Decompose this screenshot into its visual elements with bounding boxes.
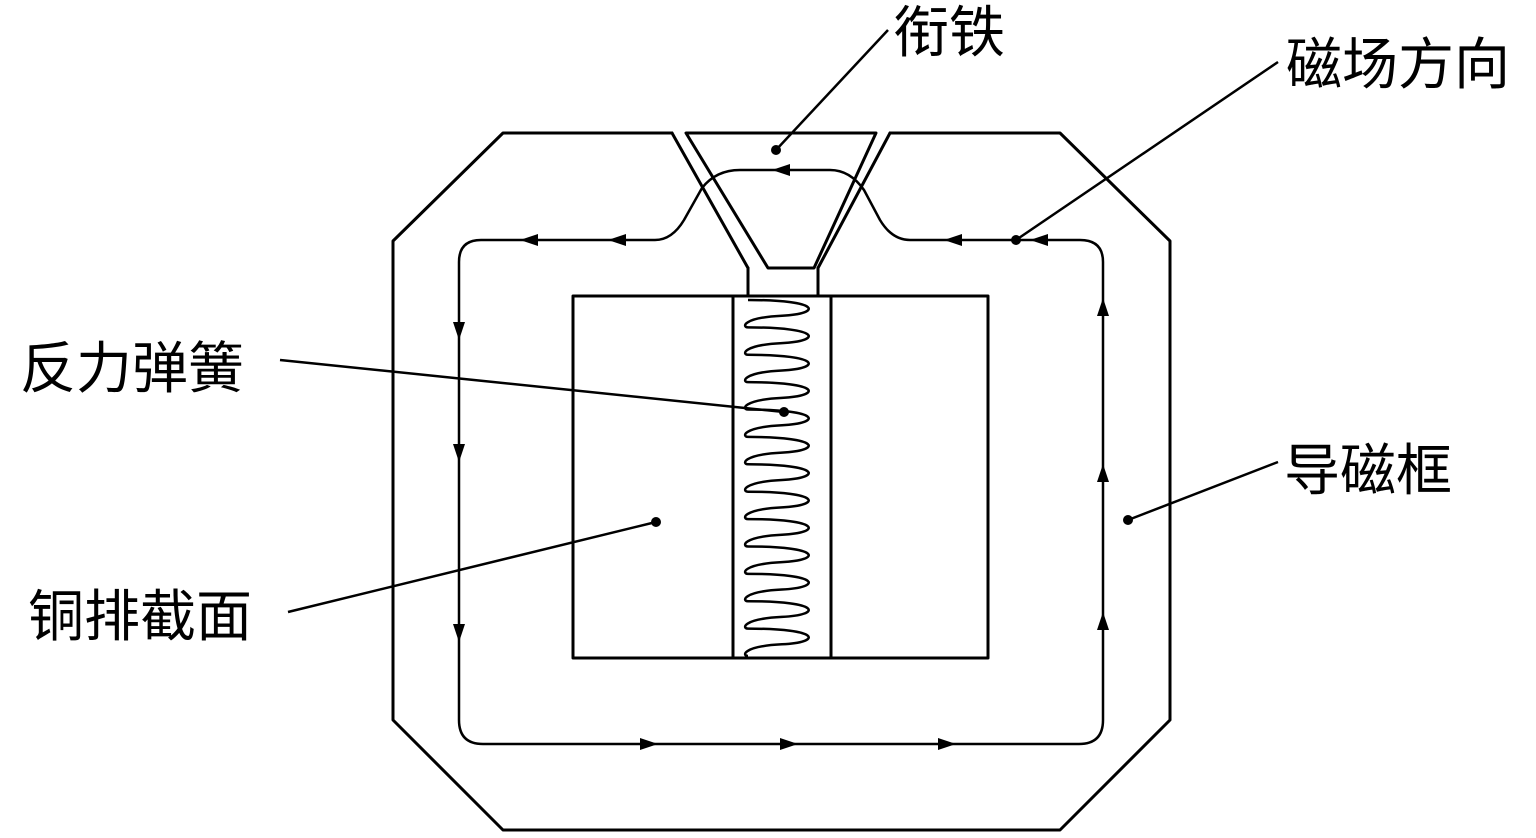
label-busbar-section: 铜排截面: [28, 585, 252, 650]
leader-dot: [779, 407, 789, 417]
busbar-section: [571, 294, 990, 660]
flux-path: [457, 168, 1105, 746]
label-armature: 衔铁: [893, 1, 1005, 66]
leader-magnetic-frame: [1127, 460, 1279, 522]
arrow-icon: [640, 738, 658, 750]
arrow-icon: [453, 322, 465, 340]
arrow-icon: [608, 234, 626, 246]
leader-dot: [771, 145, 781, 155]
frame-gap-right: [816, 131, 892, 270]
label-magnetic-frame: 导磁框: [1284, 439, 1452, 504]
leader-dot: [651, 517, 661, 527]
leader-flux-direction: [1015, 60, 1279, 242]
flux-arrows: [453, 164, 1109, 750]
leader-lines: [279, 29, 1279, 614]
label-reaction-spring: 反力弹簧: [20, 337, 244, 402]
arrow-icon: [453, 624, 465, 642]
frame-gap-left: [670, 131, 750, 270]
arrow-icon: [944, 234, 962, 246]
arrow-icon: [1097, 612, 1109, 630]
magnetic-frame-outer: [391, 131, 1172, 832]
arrow-icon: [1097, 298, 1109, 316]
arrow-icon: [772, 164, 790, 176]
leader-dot: [1123, 515, 1133, 525]
leader-reaction-spring: [279, 358, 785, 414]
arrow-icon: [780, 738, 798, 750]
armature-stem: [746, 266, 820, 298]
arrow-icon: [520, 234, 538, 246]
leader-busbar-section: [287, 520, 657, 614]
armature: [684, 131, 878, 270]
leader-armature: [775, 29, 889, 151]
leader-dot: [1011, 235, 1021, 245]
arrow-icon: [1030, 234, 1048, 246]
arrow-icon: [1097, 464, 1109, 482]
reaction-spring-coil: [743, 298, 810, 658]
label-flux-direction: 磁场方向: [1286, 33, 1510, 98]
arrow-icon: [938, 738, 956, 750]
arrow-icon: [453, 444, 465, 462]
